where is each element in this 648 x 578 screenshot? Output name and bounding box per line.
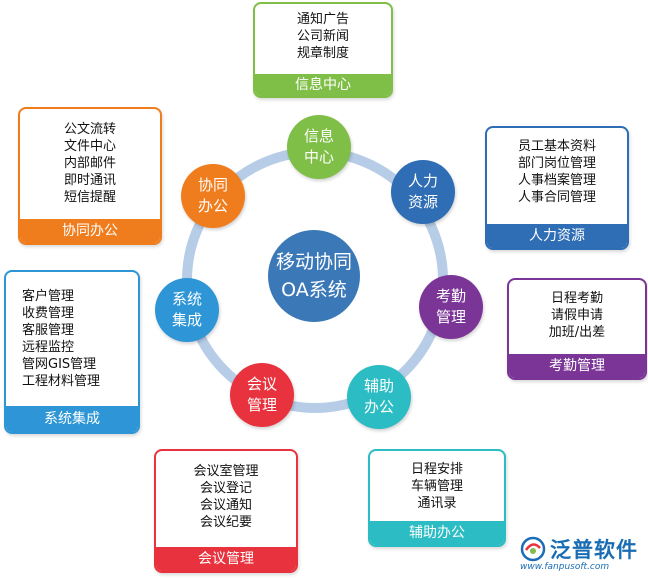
card-item: 管网GIS管理 bbox=[22, 357, 97, 372]
card-attendance-items: 日程考勤 请假申请 加班/出差 bbox=[509, 280, 645, 341]
card-item: 人事档案管理 bbox=[517, 173, 596, 188]
node-attendance: 考勤 管理 bbox=[419, 275, 483, 339]
node-assist-label: 辅助 办公 bbox=[363, 377, 394, 416]
node-assist: 辅助 办公 bbox=[347, 365, 411, 429]
node-hr: 人力 资源 bbox=[391, 160, 455, 224]
card-integration-title: 系统集成 bbox=[6, 406, 138, 432]
card-item: 人事合同管理 bbox=[517, 190, 596, 205]
card-collab-title: 协同办公 bbox=[20, 219, 160, 243]
card-assist-title: 辅助办公 bbox=[370, 521, 504, 545]
node-meeting: 会议 管理 bbox=[230, 363, 294, 427]
card-item: 客服管理 bbox=[22, 323, 75, 338]
card-item: 日程考勤 bbox=[550, 291, 603, 306]
card-item: 公文流转 bbox=[63, 122, 116, 137]
card-item: 员工基本资料 bbox=[517, 139, 596, 154]
card-item: 通讯录 bbox=[417, 496, 457, 511]
brand-name: 泛普软件 bbox=[550, 538, 638, 562]
card-item: 短信提醒 bbox=[63, 190, 116, 205]
card-assist-items: 日程安排 车辆管理 通讯录 bbox=[370, 451, 504, 512]
card-item: 请假申请 bbox=[550, 308, 603, 323]
card-item: 工程材料管理 bbox=[22, 374, 101, 389]
center-node: 移动协同 OA系统 bbox=[268, 230, 360, 322]
card-hr-title: 人力资源 bbox=[487, 224, 627, 248]
card-item: 部门岗位管理 bbox=[517, 156, 596, 171]
card-item: 日程安排 bbox=[410, 462, 463, 477]
node-info: 信息 中心 bbox=[287, 115, 351, 179]
node-info-label: 信息 中心 bbox=[303, 127, 334, 166]
card-attendance-title: 考勤管理 bbox=[509, 354, 645, 378]
card-integration-items: 客户管理 收费管理 客服管理 远程监控 管网GIS管理 工程材料管理 bbox=[6, 272, 138, 390]
card-item: 内部邮件 bbox=[63, 156, 116, 171]
card-item: 会议室管理 bbox=[193, 464, 259, 479]
brand-url: www.fanpusoft.com bbox=[520, 562, 610, 572]
node-hr-label: 人力 资源 bbox=[407, 172, 438, 211]
card-item: 公司新闻 bbox=[296, 29, 349, 44]
card-item: 即时通讯 bbox=[63, 173, 116, 188]
card-item: 会议纪要 bbox=[199, 515, 252, 530]
card-info: 通知广告 公司新闻 规章制度 信息中心 bbox=[253, 2, 393, 98]
card-meeting-items: 会议室管理 会议登记 会议通知 会议纪要 bbox=[156, 451, 296, 531]
card-item: 收费管理 bbox=[22, 306, 75, 321]
card-item: 会议登记 bbox=[199, 481, 252, 496]
card-item: 通知广告 bbox=[296, 12, 349, 27]
node-attendance-label: 考勤 管理 bbox=[435, 287, 466, 326]
card-hr-items: 员工基本资料 部门岗位管理 人事档案管理 人事合同管理 bbox=[487, 128, 627, 206]
node-integration-label: 系统 集成 bbox=[171, 290, 202, 329]
card-integration: 客户管理 收费管理 客服管理 远程监控 管网GIS管理 工程材料管理 系统集成 bbox=[4, 270, 140, 434]
card-item: 会议通知 bbox=[199, 498, 252, 513]
card-collab: 公文流转 文件中心 内部邮件 即时通讯 短信提醒 协同办公 bbox=[18, 107, 162, 245]
node-collab-label: 协同 办公 bbox=[197, 176, 228, 215]
center-label: 移动协同 OA系统 bbox=[275, 251, 352, 301]
card-meeting-title: 会议管理 bbox=[156, 547, 296, 571]
brand-logo: 泛普软件 bbox=[520, 534, 638, 564]
card-item: 加班/出差 bbox=[548, 325, 606, 340]
card-meeting: 会议室管理 会议登记 会议通知 会议纪要 会议管理 bbox=[154, 449, 298, 573]
card-item: 规章制度 bbox=[296, 46, 349, 61]
card-item: 车辆管理 bbox=[410, 479, 463, 494]
node-meeting-label: 会议 管理 bbox=[246, 375, 277, 414]
card-info-title: 信息中心 bbox=[255, 74, 391, 96]
card-item: 远程监控 bbox=[22, 340, 75, 355]
card-attendance: 日程考勤 请假申请 加班/出差 考勤管理 bbox=[507, 278, 647, 380]
logo-icon bbox=[520, 536, 546, 562]
card-assist: 日程安排 车辆管理 通讯录 辅助办公 bbox=[368, 449, 506, 547]
card-hr: 员工基本资料 部门岗位管理 人事档案管理 人事合同管理 人力资源 bbox=[485, 126, 629, 250]
card-item: 客户管理 bbox=[22, 289, 75, 304]
card-info-items: 通知广告 公司新闻 规章制度 bbox=[255, 4, 391, 62]
card-item: 文件中心 bbox=[63, 139, 116, 154]
node-collab: 协同 办公 bbox=[181, 164, 245, 228]
node-integration: 系统 集成 bbox=[155, 278, 219, 342]
card-collab-items: 公文流转 文件中心 内部邮件 即时通讯 短信提醒 bbox=[20, 109, 160, 206]
